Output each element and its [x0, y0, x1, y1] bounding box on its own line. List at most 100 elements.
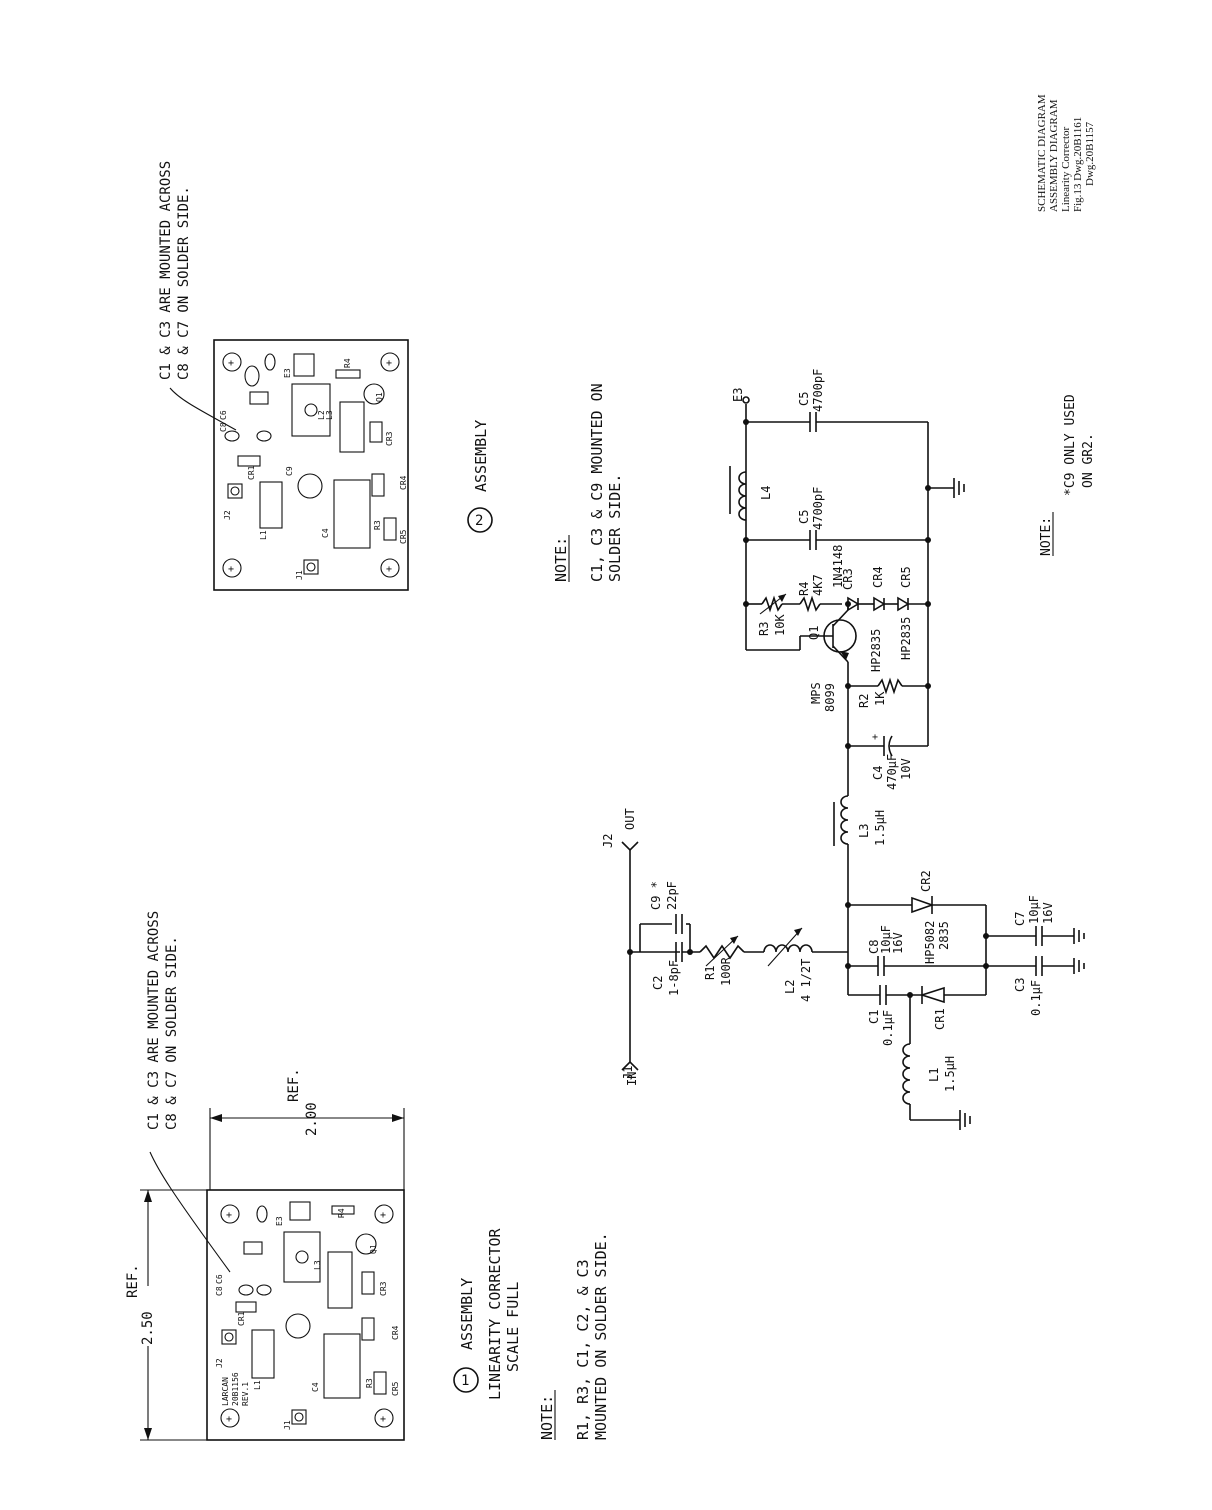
- assembly-1-board: [206, 1189, 405, 1441]
- c9-ref: C9 *: [649, 881, 663, 910]
- board-ref-r2: R3: [365, 1378, 374, 1388]
- title-line-1: SCHEMATIC DIAGRAM: [1036, 94, 1048, 212]
- dim-height-value: 2.00: [304, 1102, 320, 1136]
- board2-ref-cr3: CR3: [385, 431, 394, 446]
- c3-ref: C3: [1013, 978, 1027, 992]
- e3-label: E3: [731, 388, 745, 402]
- assembly-1-number-circle: [453, 1367, 479, 1393]
- svg-text:+: +: [872, 732, 878, 743]
- board-ref-cr5: CR5: [391, 1381, 400, 1396]
- board-ref-j1: J1: [283, 1420, 292, 1430]
- c3-value: 0.1µF: [1029, 980, 1043, 1016]
- l4-ref: L4: [759, 486, 773, 500]
- cr12-part-2: 2835: [937, 921, 951, 950]
- c9-value: 22pF: [665, 881, 679, 910]
- c5b-value: 4700pF: [811, 487, 825, 530]
- board2-ref-c4: C4: [321, 528, 330, 538]
- svg-text:+: +: [380, 1210, 386, 1221]
- assembly-1-note-header: NOTE:: [538, 1395, 556, 1440]
- board-ref-l3: L3: [313, 1260, 322, 1270]
- board-label-2: 20B1156: [231, 1372, 240, 1406]
- board-ref-c7: C8: [215, 1286, 224, 1296]
- c8-ref: C8: [867, 940, 881, 954]
- r4-value: 4K7: [811, 574, 825, 596]
- title-block: SCHEMATIC DIAGRAM ASSEMBLY DIAGRAM Linea…: [1036, 94, 1096, 212]
- cr3-part: 1N4148: [831, 545, 845, 588]
- c1-ref: C1: [867, 1010, 881, 1024]
- l3-ref: L3: [857, 824, 871, 838]
- c7-value-1: 10µF: [1027, 895, 1041, 924]
- board2-ref-cr5: CR5: [399, 529, 408, 544]
- board-ref-cr1: CR1: [237, 1311, 246, 1326]
- assembly-1-note-line-2: MOUNTED ON SOLDER SIDE.: [592, 1232, 610, 1440]
- assembly-2-number-circle: [467, 507, 493, 533]
- l2-ref: L2: [783, 980, 797, 994]
- l3-value: 1.5µH: [873, 810, 887, 846]
- c8-value-2: 16V: [891, 932, 905, 954]
- title-line-4: Fig.13 Dwg.20B1161: [1072, 117, 1084, 212]
- c5b-ref: C5: [797, 510, 811, 524]
- svg-text:+: +: [226, 1210, 232, 1221]
- l1-ref: L1: [927, 1068, 941, 1082]
- assembly-2-callout-line-2: C8 & C7 ON SOLDER SIDE.: [176, 186, 192, 380]
- svg-text:+: +: [380, 1414, 386, 1425]
- board2-ref-r4: R4: [343, 358, 352, 368]
- svg-text:+: +: [228, 358, 234, 369]
- assembly-2-title: ASSEMBLY: [472, 420, 490, 492]
- assembly-1-callout-line-2: C8 & C7 ON SOLDER SIDE.: [164, 936, 180, 1130]
- r3-ref: R3: [757, 622, 771, 636]
- board2-ref-l3: L3: [325, 410, 334, 420]
- svg-text:+: +: [386, 564, 392, 575]
- assembly-1-subtitle-1: LINEARITY CORRECTOR: [486, 1227, 504, 1400]
- r3-value: 10K: [773, 614, 787, 636]
- board-ref-cr4: CR4: [391, 1325, 400, 1340]
- cr2-ref: CR2: [919, 870, 933, 892]
- dim-width-ref: REF.: [125, 1264, 141, 1298]
- c4-value-2: 10V: [899, 758, 913, 780]
- svg-text:+: +: [386, 358, 392, 369]
- q1-part-1: MPS: [809, 682, 823, 704]
- cr1-ref: CR1: [933, 1008, 947, 1030]
- cr12-part-1: HP5082: [923, 921, 937, 964]
- j1-label: J1: [621, 1066, 635, 1080]
- svg-text:+: +: [226, 1414, 232, 1425]
- assembly-1-title: ASSEMBLY: [458, 1278, 476, 1350]
- board2-ref-q1: Q1: [375, 392, 384, 402]
- board2-ref-l1: L1: [259, 530, 268, 540]
- j1-connector: J1 IN: [621, 850, 639, 1086]
- board2-ref-r1: C9: [285, 466, 294, 476]
- assembly-2-note-line-2: SOLDER SIDE.: [606, 474, 624, 582]
- board2-ref-cr1: CR1: [247, 465, 256, 480]
- c8-value-1: 10µF: [879, 925, 893, 954]
- q1-ref: Q1: [807, 626, 821, 640]
- r1-ref: R1: [703, 966, 717, 980]
- assembly-2-note-header: NOTE:: [552, 537, 570, 582]
- dim-height-ref: REF.: [286, 1068, 302, 1102]
- assembly-1-callout-line-1: C1 & C3 ARE MOUNTED ACROSS: [146, 911, 162, 1130]
- svg-text:+: +: [228, 564, 234, 575]
- board2-ref-j2: J2: [223, 510, 232, 520]
- r2-value: 1K: [873, 691, 887, 706]
- c5a-value: 4700pF: [811, 369, 825, 412]
- l2-value: 4 1/2T: [799, 959, 813, 1002]
- board2-ref-c3: C6: [219, 410, 228, 420]
- title-line-3: Linearity Corrector: [1060, 126, 1072, 212]
- cr3-ref: CR3: [841, 568, 855, 590]
- board-ref-r4: R4: [337, 1208, 346, 1218]
- title-line-5: Dwg.20B1157: [1084, 121, 1096, 186]
- board-ref-j2: J2: [215, 1358, 224, 1368]
- board-ref-l1: L1: [253, 1380, 262, 1390]
- assembly-2: C1 & C3 ARE MOUNTED ACROSS C8 & C7 ON SO…: [158, 161, 624, 591]
- c7-value-2: 16V: [1041, 902, 1055, 924]
- board-ref-cr3: CR3: [379, 1281, 388, 1296]
- assembly-2-number: 2: [475, 513, 483, 529]
- schematic: J1 IN J2 OUT C2 1-8pF C9 * 22pF R1 100R: [601, 369, 1096, 1130]
- out-label: OUT: [623, 808, 637, 830]
- schematic-note-header: NOTE:: [1039, 517, 1054, 556]
- board2-ref-j1: J1: [295, 570, 304, 580]
- schematic-note-line-2: ON GR2.: [1081, 433, 1096, 488]
- board-ref-e3: E3: [275, 1216, 284, 1226]
- cr5-ref: CR5: [899, 566, 913, 588]
- title-line-2: ASSEMBLY DIAGRAM: [1048, 99, 1060, 212]
